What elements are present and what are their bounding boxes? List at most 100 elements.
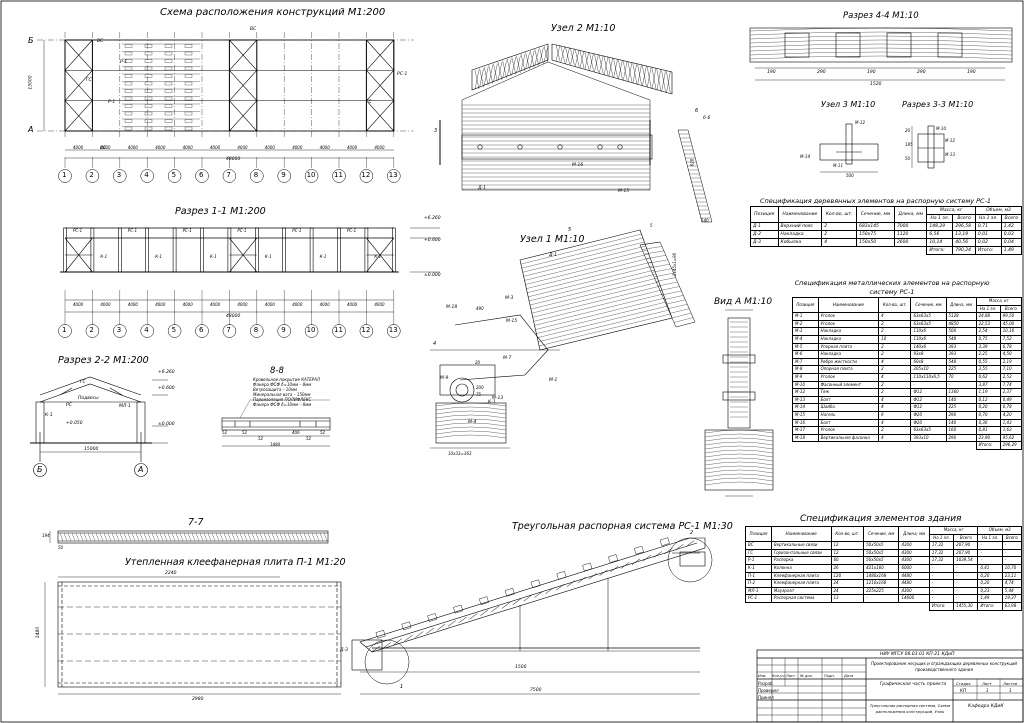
sec88-dim-3: 52 xyxy=(258,436,264,441)
node-1-title: Узел 1 М1:10 xyxy=(520,234,585,245)
wood-cell: 2600 xyxy=(893,238,928,247)
n1-m4: М-4 xyxy=(468,420,477,425)
build-cell: - xyxy=(928,571,955,581)
build-cell: 0,41 xyxy=(977,563,1003,573)
plan-span-dim: 4000 xyxy=(374,145,385,150)
metal-cell: 290 xyxy=(945,410,977,420)
plan-marker: ВС xyxy=(250,27,257,32)
n3-dim-185: 185 xyxy=(905,142,913,147)
metal-cell: М-18 xyxy=(792,433,819,443)
build-cell: 0,20 xyxy=(977,571,1003,581)
sec11-span-dim: 4000 xyxy=(182,302,193,307)
n2-m15: М-15 xyxy=(618,189,630,194)
axis-b-label: Б xyxy=(28,36,34,45)
sec11-axis-6-label: 6 xyxy=(199,326,204,334)
wood-cell: 296,58 xyxy=(952,222,976,231)
metal-cell: 6 xyxy=(878,410,912,420)
metal-cell: 4 xyxy=(878,312,912,321)
plan-marker: Р-1 xyxy=(108,100,116,105)
wood-cell: Накладка xyxy=(777,230,823,239)
spec-building-table: Позиция Наименование Кол-во, шт. Сечение… xyxy=(745,525,1023,611)
section-1-1-title: Разрез 1-1 М1:200 xyxy=(175,206,266,217)
n1-m9: М-9 xyxy=(440,376,449,381)
build-cell: 5,44 xyxy=(1001,586,1023,596)
sec11-bay-label: РС-1 xyxy=(347,228,357,233)
metal-cell: М-4 xyxy=(792,334,819,344)
section-2-2-title: Разрез 2-2 М1:200 xyxy=(58,355,149,366)
node-2-title: Узел 2 М1:10 xyxy=(551,23,616,34)
section-7-7-title: 7-7 xyxy=(188,517,204,528)
truss-mark-d3: Д-3 xyxy=(340,648,349,653)
sec11-axis-9-label: 9 xyxy=(281,326,286,334)
stamp-sheet-h: Лист xyxy=(982,681,992,686)
stamp-part: Графическая часть проекта xyxy=(879,682,947,687)
axis-a-label: А xyxy=(28,125,34,134)
metal-cell: - xyxy=(945,380,977,390)
spec-building-title: Спецификация элементов здания xyxy=(800,514,962,524)
plan-span-dim: 4000 xyxy=(237,145,248,150)
plan-marker: ВС xyxy=(97,39,104,44)
metal-cell: Уголок xyxy=(817,319,880,329)
build-cell: 17,32 xyxy=(928,541,955,550)
metal-cell: 393 xyxy=(945,342,977,352)
plan-span-dim: 4000 xyxy=(319,145,330,150)
metal-cell: Вертикальная фасонка xyxy=(817,433,880,443)
sec11-span-dim: 4000 xyxy=(264,302,275,307)
metal-cell: 63x63x5 xyxy=(910,312,947,321)
sec22-axis-a: А xyxy=(138,465,144,474)
plan-span-dim: 4000 xyxy=(100,145,111,150)
sec11-total-dim: 48000 xyxy=(226,314,241,319)
truss-rs1 xyxy=(351,537,713,695)
build-cell: МЛ-1 xyxy=(745,586,772,596)
n1-dim-90: 2x45x1=90 xyxy=(672,252,678,277)
sec11-bay-label: К-1 xyxy=(374,254,382,259)
metal-cell: Ребро жесткости xyxy=(817,357,880,367)
metal-cell: 2,52 xyxy=(999,372,1023,382)
stamp-h-doc: № док. xyxy=(800,674,813,678)
sec22-label-hangers: Подвесы xyxy=(78,396,99,401)
sec11-bay-label: К-1 xyxy=(319,254,327,259)
build-cell: 50x50x5 xyxy=(863,541,900,550)
th-pos: Позиция xyxy=(792,296,819,314)
sec11-axis-8-label: 8 xyxy=(253,326,259,334)
metal-cell: Ф20 xyxy=(910,418,947,428)
build-cell: 24 xyxy=(830,579,865,588)
metal-cell: 60x8 xyxy=(910,357,947,367)
s44-dim-total: 1520 xyxy=(870,82,882,87)
metal-cell: 63x63x5 xyxy=(910,319,947,329)
metal-cell: Нагель xyxy=(817,410,880,420)
spec-metal-title: Спецификация металлических элементов на … xyxy=(794,279,990,296)
build-cell: П-1 xyxy=(745,571,772,581)
stamp-sheets: 1 xyxy=(1009,688,1012,693)
build-cell: 4480 xyxy=(898,571,930,581)
metal-cell: 93x8 xyxy=(910,350,947,359)
metal-cell: М-1 xyxy=(792,312,819,321)
metal-cell: М-6 xyxy=(792,350,819,359)
build-cell: Р-1 xyxy=(745,556,772,565)
sec11-bay-label: РС-1 xyxy=(127,228,137,233)
n1-m3: М-3 xyxy=(505,296,514,301)
build-cell: 207,90 xyxy=(953,541,979,550)
sec11-span-dim: 4000 xyxy=(127,302,138,307)
layer-1: Кровельное покрытие КАТЕРАЛ xyxy=(253,377,320,382)
n1-m13: М-13 xyxy=(492,396,504,401)
metal-cell: 548 xyxy=(945,334,977,344)
metal-cell: Ф12 xyxy=(910,395,947,405)
metal-cell: Упорная плита xyxy=(817,342,880,352)
metal-cell: 0,20 xyxy=(975,403,1001,412)
wood-cell: 0,02 xyxy=(974,238,1002,247)
sec11-axis-13-label: 13 xyxy=(388,326,398,334)
layer-5: Пароизоляция ПОЛИФЛЕКС xyxy=(253,397,312,402)
truss-dim-7500: 7500 xyxy=(530,688,542,693)
plan-span-dim: 4000 xyxy=(292,145,303,150)
sec88-dim-6: 52 xyxy=(320,430,326,435)
wood-cell: 2 xyxy=(821,222,858,231)
axis-4-label: 4 xyxy=(144,171,149,179)
